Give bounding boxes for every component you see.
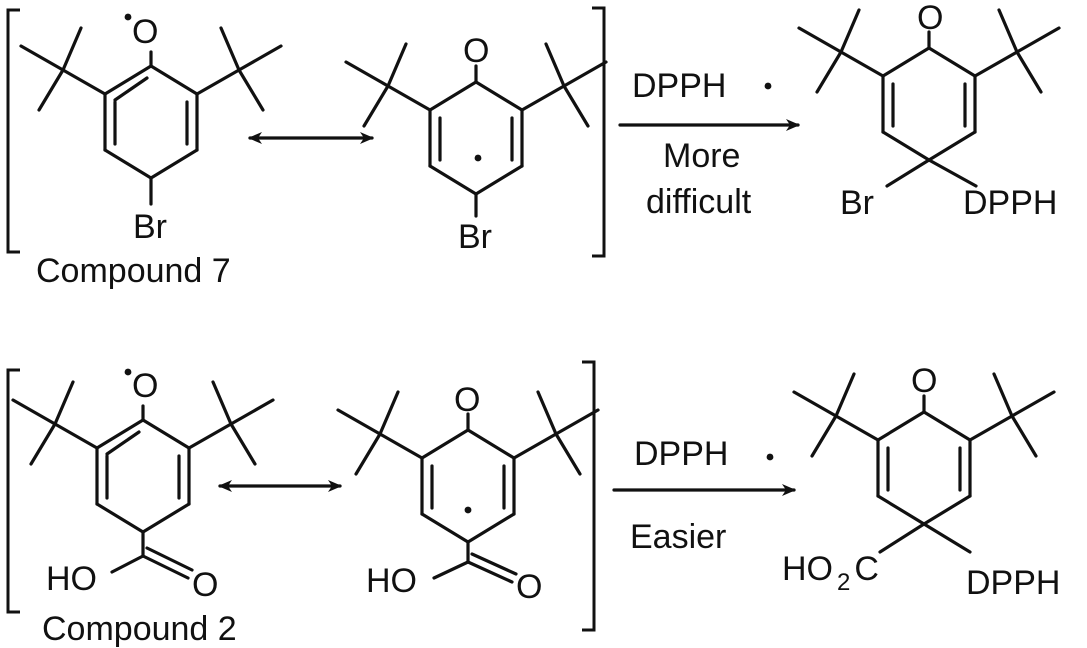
reagent-radical-dot (766, 453, 774, 461)
carboxyl-oxygen-label: O (192, 566, 218, 604)
carbonyl-oxygen-label: O (911, 362, 937, 400)
bromine-label: Br (840, 184, 874, 222)
compound-label: Compound 7 (36, 252, 231, 290)
dpph-group-label: DPPH (963, 184, 1057, 222)
top-product-structure: O Br DPPH (799, 0, 1059, 222)
top-bracket-right (592, 6, 606, 258)
reagent-radical-dot (764, 82, 772, 90)
carbonyl-oxygen-label: O (463, 32, 489, 70)
ester-group-label: HO 2 C (782, 550, 879, 596)
ester-subscript: 2 (837, 569, 850, 596)
carbonyl-oxygen-label: O (917, 0, 943, 37)
condition-line-2: difficult (646, 183, 752, 221)
reagent-label: DPPH (632, 67, 726, 105)
radical-dot (464, 506, 472, 514)
radical-dot (474, 154, 482, 162)
ester-suffix: C (854, 550, 879, 588)
bottom-product-structure: O HO 2 C DPPH (782, 362, 1060, 602)
dpph-group-label: DPPH (966, 564, 1060, 602)
carboxyl-hydroxyl-label: HO (46, 560, 97, 598)
top-reaction: O Br O Br DPPH More difficult O Br DPPH … (6, 0, 1059, 290)
radical-dot (124, 13, 132, 21)
compound-7-dienone-structure: O Br (346, 32, 606, 256)
radical-oxygen-label: O (132, 13, 158, 51)
carboxyl-oxygen-label: O (516, 568, 542, 606)
compound-7-phenoxyl-structure: O Br (21, 13, 281, 246)
bottom-bracket-right (582, 360, 596, 632)
bottom-reaction: O HO O O HO O DPPH Easier O (6, 360, 1060, 648)
bromine-label: Br (133, 208, 167, 246)
top-bracket-left (6, 8, 20, 254)
ester-prefix: HO (782, 550, 833, 588)
radical-oxygen-label: O (132, 367, 158, 405)
condition-line-1: More (663, 137, 740, 175)
compound-label: Compound 2 (42, 610, 237, 648)
bromine-label: Br (458, 218, 492, 256)
bottom-bracket-left (6, 368, 20, 614)
condition-line-1: Easier (630, 518, 726, 556)
radical-dot (124, 368, 132, 376)
carboxyl-hydroxyl-label: HO (366, 562, 417, 600)
reagent-label: DPPH (634, 435, 728, 473)
compound-2-dienone-structure: O HO O (338, 381, 598, 606)
carbonyl-oxygen-label: O (454, 381, 480, 419)
compound-2-phenoxyl-structure: O HO O (13, 367, 273, 604)
